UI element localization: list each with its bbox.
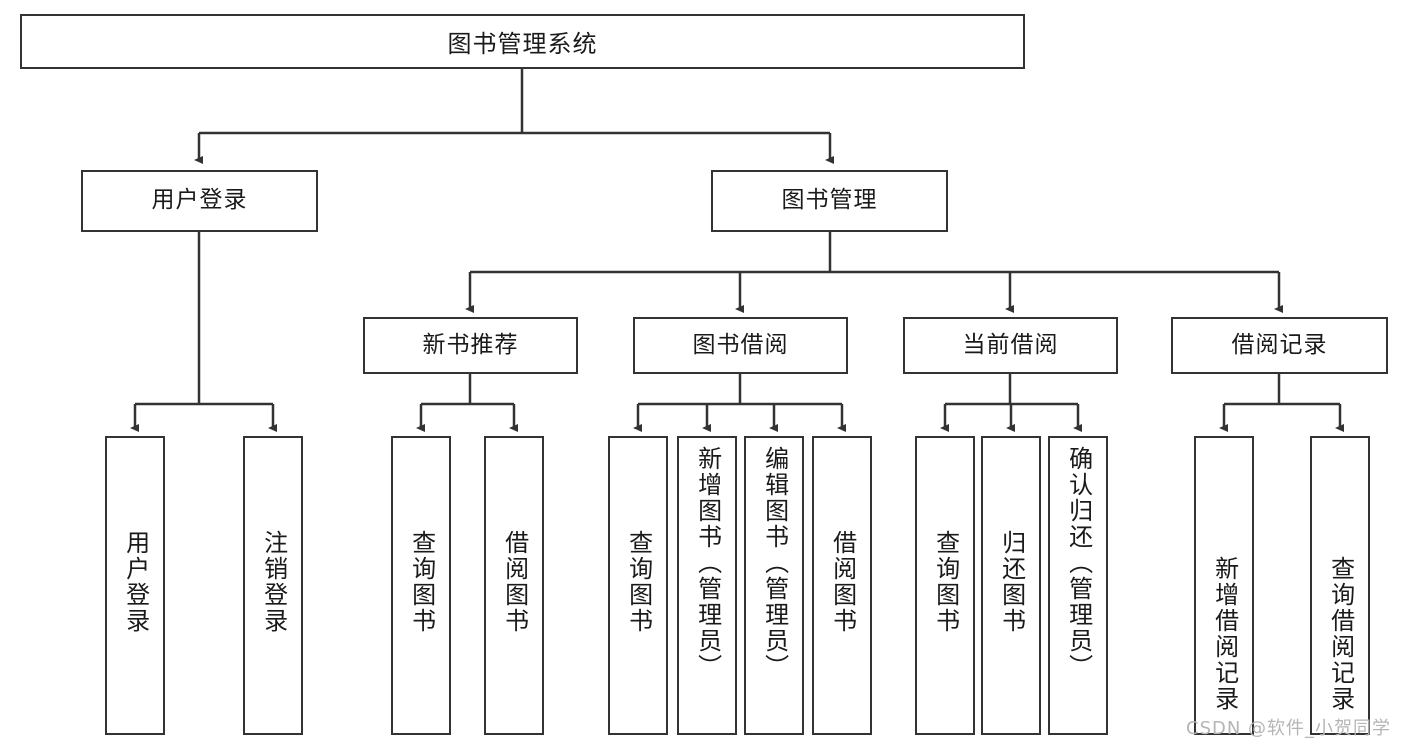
node-label: 借阅图书 <box>828 530 857 634</box>
node-label: 新增图书（管理员） <box>693 446 722 680</box>
leaf-query-book-3[interactable]: 查询图书 <box>915 436 975 735</box>
leaf-query-book-1[interactable]: 查询图书 <box>391 436 451 735</box>
leaf-confirm-return[interactable]: 确认归还（管理员） <box>1048 436 1108 735</box>
node-user-login[interactable]: 用户登录 <box>81 170 318 232</box>
leaf-borrow-book-1[interactable]: 借阅图书 <box>484 436 544 735</box>
node-current-borrow[interactable]: 当前借阅 <box>903 317 1118 374</box>
node-label: 图书管理 <box>781 187 878 214</box>
leaf-return-book[interactable]: 归还图书 <box>981 436 1041 735</box>
leaf-add-book[interactable]: 新增图书（管理员） <box>677 436 737 735</box>
node-label: 确认归还（管理员） <box>1064 446 1093 680</box>
leaf-add-record[interactable]: 新增借阅记录 <box>1194 436 1254 735</box>
node-root-book-management-system[interactable]: 图书管理系统 <box>20 14 1025 69</box>
leaf-query-book-2[interactable]: 查询图书 <box>608 436 668 735</box>
node-borrow-record[interactable]: 借阅记录 <box>1171 317 1388 374</box>
node-label: 新增借阅记录 <box>1210 556 1239 712</box>
node-label: 图书借阅 <box>692 331 789 358</box>
node-label: 借阅图书 <box>500 530 529 634</box>
leaf-logout-login[interactable]: 注销登录 <box>243 436 303 735</box>
node-label: 查询图书 <box>407 530 436 634</box>
node-label: 查询图书 <box>624 530 653 634</box>
node-label: 图书管理系统 <box>447 30 598 58</box>
node-label: 注销登录 <box>259 530 288 634</box>
node-book-borrow[interactable]: 图书借阅 <box>633 317 848 374</box>
node-label: 编辑图书（管理员） <box>760 446 789 680</box>
node-label: 查询图书 <box>931 530 960 634</box>
leaf-query-record[interactable]: 查询借阅记录 <box>1310 436 1370 735</box>
leaf-borrow-book-2[interactable]: 借阅图书 <box>812 436 872 735</box>
node-label: 用户登录 <box>121 530 150 634</box>
node-label: 新书推荐 <box>422 331 519 358</box>
node-new-book-recommend[interactable]: 新书推荐 <box>363 317 578 374</box>
node-label: 当前借阅 <box>962 331 1059 358</box>
node-book-manage[interactable]: 图书管理 <box>711 170 948 232</box>
node-label: 借阅记录 <box>1231 331 1328 358</box>
node-label: 归还图书 <box>997 530 1026 634</box>
leaf-user-login[interactable]: 用户登录 <box>105 436 165 735</box>
leaf-edit-book[interactable]: 编辑图书（管理员） <box>744 436 804 735</box>
node-label: 查询借阅记录 <box>1326 556 1355 712</box>
node-label: 用户登录 <box>151 187 248 214</box>
